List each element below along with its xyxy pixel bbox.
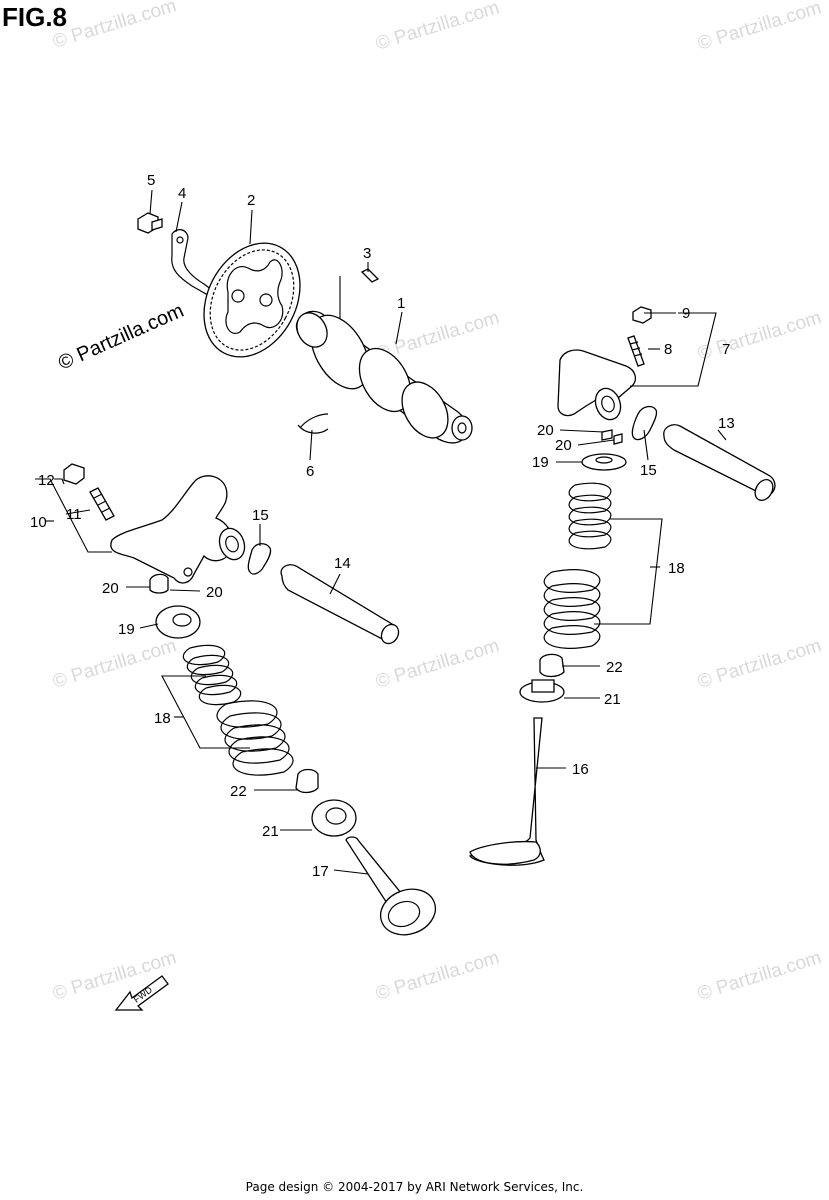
watermark-group: © Partzilla.com © Partzilla.com © Partzi… [50,0,824,1005]
callout-8: 8 [664,341,672,358]
callout-22-right: 22 [606,659,623,676]
callout-20-right-bottom: 20 [555,437,572,454]
cotter-part-20-left [149,573,169,594]
oring-part-15-left [247,543,272,575]
rocker-shaft-part-13 [663,424,776,501]
valve-part-17 [345,836,437,936]
callout-17: 17 [312,863,329,880]
valve-springs-part-18-left [182,644,294,776]
clip-part-6 [297,413,329,434]
callout-20-left-b: 20 [206,584,223,601]
callout-20-left-a: 20 [102,580,119,597]
callout-11: 11 [66,506,82,523]
rocker-arm-part-10 [110,475,246,584]
watermark: © Partzilla.com [373,947,502,1005]
callout-18-left: 18 [154,710,171,727]
watermark: © Partzilla.com [50,635,179,693]
callout-3: 3 [363,245,371,262]
callout-18-right: 18 [668,560,685,577]
callout-12: 12 [38,472,55,489]
cam-sprocket-part-2 [203,242,301,358]
valve-springs-part-18-right [543,482,612,649]
callout-19-right: 19 [532,454,549,471]
retainer-part-19-right [581,453,627,471]
callout-21-left: 21 [262,823,279,840]
callout-14: 14 [334,555,351,572]
watermark: © Partzilla.com [50,0,179,53]
callout-9: 9 [682,305,690,322]
stem-seal-part-22-right [539,653,565,678]
callout-20-right-top: 20 [537,422,554,439]
rocker-shaft-part-14 [280,564,400,645]
callout-16: 16 [572,761,589,778]
callout-21-right: 21 [604,691,621,708]
nut-part-9 [632,306,652,324]
camshaft-part-1 [295,310,473,444]
callout-5: 5 [147,172,155,189]
callout-1: 1 [397,295,405,312]
adjust-screw-part-11 [89,487,115,521]
figure-title: FIG.8 [2,2,68,32]
bracket-part-4 [171,229,214,297]
watermark: © Partzilla.com [373,0,502,55]
bolt-part-5 [137,212,163,234]
callout-15-left: 15 [252,507,269,524]
watermark: © Partzilla.com [373,635,502,693]
callout-19-left: 19 [118,621,135,638]
side-watermark: © Partzilla.com [55,300,187,375]
footer-copyright: Page design © 2004-2017 by ARI Network S… [245,1180,584,1194]
watermark: © Partzilla.com [50,947,179,1005]
oring-part-15-right [631,405,658,441]
cotter-part-20-right [601,429,623,445]
callout-7: 7 [722,341,730,358]
callout-4: 4 [178,185,186,202]
adjust-screw-part-8 [627,335,645,367]
stem-seal-part-22-left [295,768,319,794]
callout-22-left: 22 [230,783,247,800]
watermark: © Partzilla.com [695,307,824,365]
retainer-part-19-left [155,605,201,639]
callout-15-right: 15 [640,462,657,479]
watermark: © Partzilla.com [695,947,824,1005]
nut-part-12 [63,463,85,485]
valve-part-16 [468,717,545,866]
callout-10: 10 [30,514,47,531]
callout-2: 2 [247,192,255,209]
leader-lines [35,189,727,875]
rocker-arm-part-7 [557,349,637,421]
callout-13: 13 [718,415,735,432]
spring-seat-part-21-left [311,799,357,837]
watermark: © Partzilla.com [695,0,824,55]
callout-labels: 1 2 3 4 5 6 7 8 9 10 11 12 13 14 15 15 1… [30,172,735,880]
watermark: © Partzilla.com [695,635,824,693]
callout-6: 6 [306,463,314,480]
spring-seat-part-21-right [519,679,565,703]
